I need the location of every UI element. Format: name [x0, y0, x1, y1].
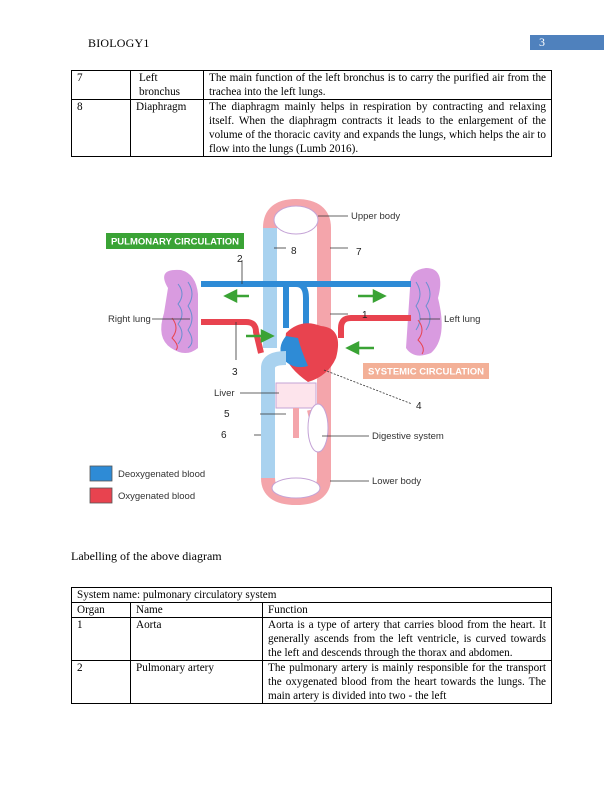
organ-function: The main function of the left bronchus i…	[203, 70, 552, 100]
figure-caption: Labelling of the above diagram	[71, 549, 222, 563]
column-header-name: Name	[130, 602, 263, 618]
left-lung-capillaries-oxy	[417, 319, 424, 355]
legend-deoxygenated-swatch	[89, 465, 113, 482]
upper-body-label: Upper body	[351, 211, 400, 222]
label-number-4: 4	[416, 401, 422, 412]
organ-table-continued: 7 Left bronchus The main function of the…	[71, 70, 552, 157]
organ-name: Aorta	[130, 617, 263, 661]
table-row: 1 Aorta Aorta is a type of artery that c…	[71, 617, 552, 661]
table-row: 7 Left bronchus The main function of the…	[71, 70, 552, 100]
column-header-organ: Organ	[71, 602, 131, 618]
legend-oxygenated-label: Oxygenated blood	[118, 491, 195, 502]
label-number-2: 2	[237, 254, 243, 265]
table-row: 2 Pulmonary artery The pulmonary artery …	[71, 660, 552, 704]
label-number-7: 7	[356, 247, 362, 258]
pulmonary-circulation-label: PULMONARY CIRCULATION	[111, 237, 239, 248]
lower-body-label: Lower body	[372, 476, 421, 487]
system-name: System name: pulmonary circulatory syste…	[71, 587, 552, 603]
liver-capillaries	[275, 382, 317, 409]
organ-name: Diaphragm	[130, 99, 204, 157]
right-lung-label: Right lung	[108, 314, 151, 325]
digestive-capillaries	[307, 403, 329, 453]
organ-number: 7	[71, 70, 131, 100]
organ-number: 8	[71, 99, 131, 157]
circulatory-system-diagram: PULMONARY CIRCULATION SYSTEMIC CIRCULATI…	[89, 198, 489, 506]
upper-body-capillaries	[273, 205, 319, 235]
lower-body-capillaries	[271, 477, 321, 499]
label-number-3: 3	[232, 367, 238, 378]
pulmonary-veins	[201, 315, 411, 354]
heart-right	[280, 336, 308, 368]
legend-oxygenated-swatch	[89, 487, 113, 504]
organ-function: The pulmonary artery is mainly responsib…	[262, 660, 552, 704]
pulmonary-arteries	[201, 281, 411, 328]
organ-function: Aorta is a type of artery that carries b…	[262, 617, 552, 661]
digestive-system-label: Digestive system	[372, 431, 444, 442]
label-number-6: 6	[221, 430, 227, 441]
pulmonary-circulation-badge	[106, 233, 244, 249]
flow-arrows	[223, 288, 387, 356]
left-lung-label: Left lung	[444, 314, 480, 325]
organ-number: 1	[71, 617, 131, 661]
table-row: System name: pulmonary circulatory syste…	[71, 587, 552, 603]
right-lung-capillaries	[177, 281, 193, 349]
table-row: 8 Diaphragm The diaphragm mainly helps i…	[71, 99, 552, 157]
right-lung-capillaries-oxy	[171, 317, 178, 351]
table-header-row: Organ Name Function	[71, 602, 552, 618]
systemic-circulation-label: SYSTEMIC CIRCULATION	[368, 367, 484, 378]
header-title: BIOLOGY1	[88, 36, 150, 50]
organ-function: The diaphragm mainly helps in respiratio…	[203, 99, 552, 157]
left-lung-shape	[406, 268, 442, 356]
page-number-badge: 3	[530, 35, 604, 50]
label-number-5: 5	[224, 409, 230, 420]
liver-label: Liver	[214, 388, 235, 399]
label-number-1: 1	[362, 310, 368, 321]
systemic-circulation-badge	[363, 363, 489, 379]
organ-number: 2	[71, 660, 131, 704]
leader-lines	[152, 215, 440, 482]
legend-deoxygenated-label: Deoxygenated blood	[118, 469, 205, 480]
organ-name: Left bronchus	[130, 70, 204, 100]
pulmonary-system-table: System name: pulmonary circulatory syste…	[71, 587, 552, 704]
column-header-function: Function	[262, 602, 552, 618]
label-number-8: 8	[291, 246, 297, 257]
left-lung-capillaries	[415, 281, 431, 331]
inferior-vena-cava	[261, 351, 287, 478]
heart-left	[284, 323, 339, 382]
organ-name: Pulmonary artery	[130, 660, 263, 704]
